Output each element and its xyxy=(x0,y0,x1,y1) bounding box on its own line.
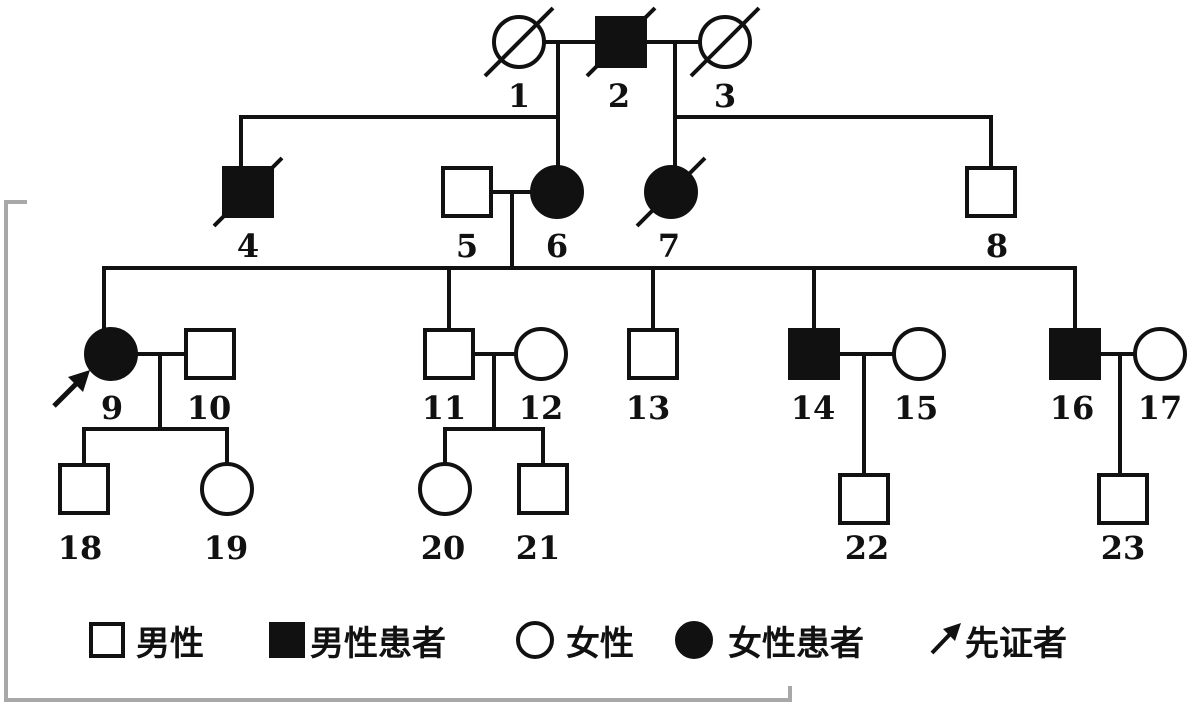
individual-number: 21 xyxy=(516,529,561,567)
male-square-icon xyxy=(1097,473,1149,525)
individual-4: 4 xyxy=(212,156,284,265)
legend: 男性 男性患者 女性 女性患者 先证者 xyxy=(89,621,1067,664)
individual-10: 10 xyxy=(184,328,236,427)
individual-number: 22 xyxy=(845,529,890,567)
individual-3: 3 xyxy=(689,6,761,115)
frame-border xyxy=(4,200,792,702)
individual-2: 2 xyxy=(585,6,657,115)
legend-proband-arrow-icon xyxy=(930,623,961,655)
individual-number: 5 xyxy=(456,227,478,265)
legend-label-female: 女性 xyxy=(566,624,634,664)
female-circle-icon xyxy=(418,462,472,516)
individual-14: 14 xyxy=(788,328,840,427)
individual-number: 2 xyxy=(608,77,630,115)
affected-male-square-icon xyxy=(1049,328,1101,380)
individual-18: 18 xyxy=(58,463,110,567)
affected-male-square-icon xyxy=(788,328,840,380)
individual-23: 23 xyxy=(1097,473,1149,567)
legend-label-male-affected: 男性患者 xyxy=(310,624,446,664)
legend-female-affected-icon xyxy=(675,621,713,659)
legend-female-icon xyxy=(516,621,554,659)
individual-number: 6 xyxy=(546,227,568,265)
individual-16: 16 xyxy=(1049,328,1101,427)
individual-number: 1 xyxy=(508,77,530,115)
individual-15: 15 xyxy=(892,327,946,427)
individual-7: 7 xyxy=(635,156,707,265)
legend-label-female-affected: 女性患者 xyxy=(728,624,864,664)
legend-label-male: 男性 xyxy=(136,624,204,664)
individual-number: 12 xyxy=(519,389,564,427)
affected-female-circle-icon xyxy=(84,327,138,381)
individual-number: 16 xyxy=(1050,389,1095,427)
pedigree-lines xyxy=(82,40,1137,477)
individual-5: 5 xyxy=(441,166,493,265)
male-square-icon xyxy=(517,463,569,515)
individual-13: 13 xyxy=(626,328,679,427)
male-square-icon xyxy=(965,166,1017,218)
individual-6: 6 xyxy=(530,165,584,265)
male-square-icon xyxy=(184,328,236,380)
individual-number: 13 xyxy=(626,389,671,427)
individual-8: 8 xyxy=(965,166,1017,265)
individual-number: 11 xyxy=(422,389,467,427)
individual-9: 9 xyxy=(52,327,138,427)
deceased-slash-icon xyxy=(689,6,761,78)
individual-22: 22 xyxy=(838,473,890,567)
female-circle-icon xyxy=(1133,327,1187,381)
individual-number: 14 xyxy=(791,389,836,427)
individual-number: 15 xyxy=(894,389,939,427)
individual-17: 17 xyxy=(1133,327,1187,427)
individual-number: 7 xyxy=(658,227,680,265)
legend-label-proband: 先证者 xyxy=(965,624,1067,664)
individual-number: 18 xyxy=(58,529,103,567)
individual-number: 20 xyxy=(421,529,466,567)
individual-20: 20 xyxy=(418,462,472,567)
individual-number: 8 xyxy=(986,227,1008,265)
female-circle-icon xyxy=(514,327,568,381)
individual-number: 3 xyxy=(714,77,736,115)
proband-arrow-icon xyxy=(52,370,90,408)
male-square-icon xyxy=(441,166,493,218)
individual-number: 17 xyxy=(1138,389,1183,427)
legend-male-icon xyxy=(89,622,125,658)
individual-21: 21 xyxy=(516,463,569,567)
deceased-slash-icon xyxy=(212,156,284,228)
individual-number: 23 xyxy=(1101,529,1146,567)
female-circle-icon xyxy=(892,327,946,381)
individual-number: 4 xyxy=(237,227,259,265)
male-square-icon xyxy=(58,463,110,515)
individual-19: 19 xyxy=(200,462,254,567)
affected-female-circle-icon xyxy=(530,165,584,219)
deceased-slash-icon xyxy=(635,156,707,228)
individual-number: 9 xyxy=(101,389,123,427)
male-square-icon xyxy=(423,328,475,380)
individual-number: 10 xyxy=(187,389,232,427)
individual-number: 19 xyxy=(204,529,249,567)
individual-12: 12 xyxy=(514,327,568,427)
individual-11: 11 xyxy=(422,328,475,427)
deceased-slash-icon xyxy=(585,6,657,78)
deceased-slash-icon xyxy=(483,6,555,78)
individual-1: 1 xyxy=(483,6,555,115)
female-circle-icon xyxy=(200,462,254,516)
legend-male-affected-icon xyxy=(269,622,305,658)
male-square-icon xyxy=(627,328,679,380)
male-square-icon xyxy=(838,473,890,525)
